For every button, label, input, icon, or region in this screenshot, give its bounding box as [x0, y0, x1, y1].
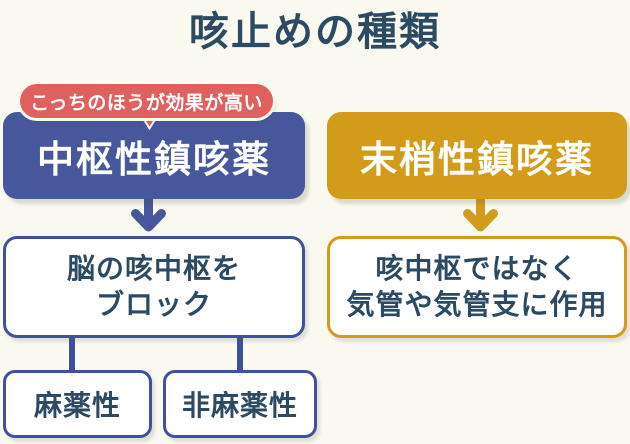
callout-label: こっちのほうが効果が高い [30, 92, 263, 114]
peripheral-antitussive-label: 末梢性鎮咳薬 [360, 138, 594, 180]
peripheral-antitussive-header-box: 末梢性鎮咳薬 [327, 112, 627, 199]
central-antitussive-label: 中枢性鎮咳薬 [37, 138, 271, 180]
central-antitussive-header-box: 中枢性鎮咳薬 [3, 112, 305, 199]
connector-line-left [69, 336, 75, 372]
narcotic-box: 麻薬性 [3, 370, 152, 438]
central-description-line2: ブロック [95, 289, 212, 320]
peripheral-description-line2: 気管や気管支に作用 [346, 289, 608, 320]
non-narcotic-label: 非麻薬性 [181, 390, 298, 421]
narcotic-label: 麻薬性 [33, 390, 121, 421]
peripheral-description-box: 咳中枢ではなく 気管や気管支に作用 [327, 236, 627, 338]
connector-line-right [237, 336, 243, 372]
central-description-line1: 脳の咳中枢を [66, 253, 241, 284]
callout-bubble: こっちのほうが効果が高い [20, 84, 273, 118]
down-arrow-icon [131, 197, 166, 232]
peripheral-description-line1: 咳中枢ではなく [375, 253, 579, 284]
page-title: 咳止めの種類 [189, 10, 441, 54]
down-arrow-icon [463, 197, 498, 232]
central-description-box: 脳の咳中枢を ブロック [3, 236, 305, 338]
non-narcotic-box: 非麻薬性 [163, 370, 317, 438]
